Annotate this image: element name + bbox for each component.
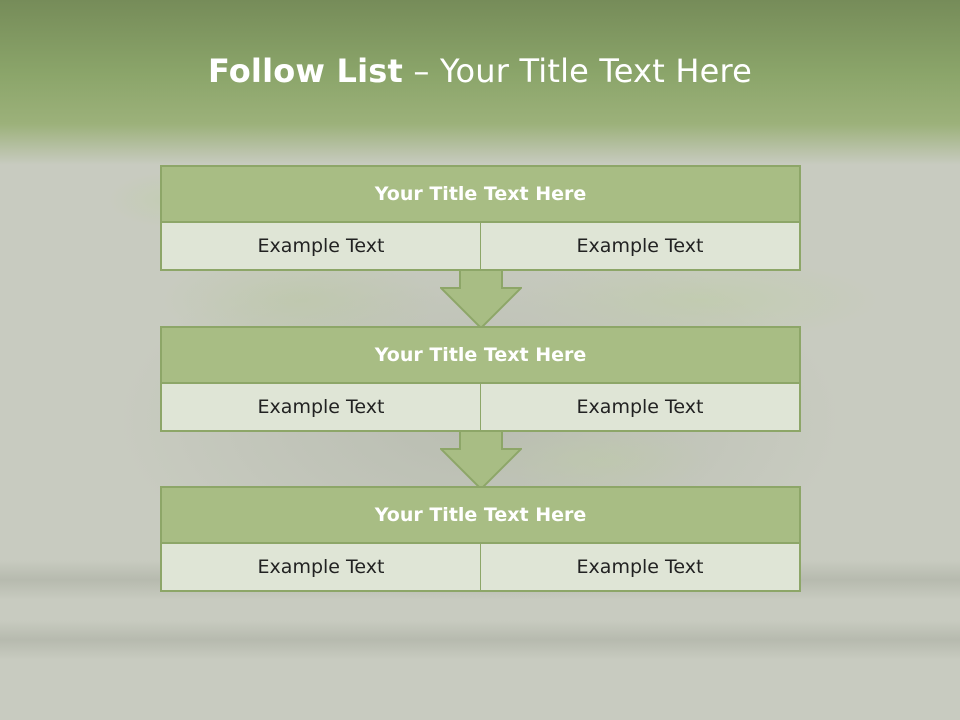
step-title: Your Title Text Here: [162, 488, 799, 544]
step-cell-right: Example Text: [481, 544, 799, 590]
background-shadow-band: [0, 620, 960, 660]
step-title: Your Title Text Here: [162, 167, 799, 223]
step-box-2: Your Title Text Here Example Text Exampl…: [160, 326, 801, 432]
step-cell-right: Example Text: [481, 223, 799, 269]
down-arrow-icon: [440, 431, 522, 491]
step-cell-left: Example Text: [162, 223, 482, 269]
down-arrow-icon: [440, 270, 522, 330]
slide-title-rest: – Your Title Text Here: [403, 52, 753, 90]
step-box-1: Your Title Text Here Example Text Exampl…: [160, 165, 801, 271]
slide-title: Follow List – Your Title Text Here: [0, 52, 960, 90]
header-band: [0, 0, 960, 165]
step-cell-left: Example Text: [162, 384, 482, 430]
step-cell-right: Example Text: [481, 384, 799, 430]
step-title: Your Title Text Here: [162, 328, 799, 384]
step-cell-left: Example Text: [162, 544, 482, 590]
step-box-3: Your Title Text Here Example Text Exampl…: [160, 486, 801, 592]
slide-title-bold: Follow List: [207, 52, 404, 90]
